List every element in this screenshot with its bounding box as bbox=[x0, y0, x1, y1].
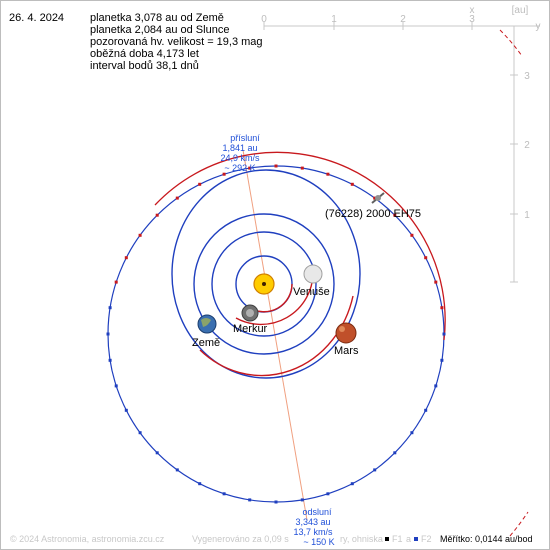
x-axis: 0 1 2 3 x [au] bbox=[261, 5, 540, 30]
orbit-point bbox=[138, 233, 142, 237]
footer-f1: F1 bbox=[392, 534, 403, 544]
orbit-point bbox=[222, 492, 226, 496]
orbit-point bbox=[198, 182, 202, 186]
mars-orbit bbox=[171, 169, 361, 379]
orbit-point bbox=[300, 498, 304, 502]
orbit-point bbox=[440, 306, 444, 310]
footer-a: a bbox=[406, 534, 411, 544]
aphelion-title: odsluní bbox=[302, 507, 332, 517]
asteroid-marker bbox=[371, 192, 385, 204]
perihelion-distance: 1,841 au bbox=[222, 143, 257, 153]
orbit-point bbox=[124, 408, 128, 412]
footer-generated: Vygenerováno za 0,09 s bbox=[192, 534, 289, 544]
y-tick-1: 1 bbox=[524, 210, 530, 221]
perihelion-info: přísluní 1,841 au 24,9 km/s ~ 292 K bbox=[220, 133, 260, 173]
mars-planet bbox=[335, 322, 357, 344]
orbit-point bbox=[114, 384, 118, 388]
orbit-point bbox=[424, 408, 428, 412]
facts-block: planetka 3,078 au od Země planetka 2,084… bbox=[90, 12, 263, 72]
aphelion-temp: ~ 150 K bbox=[303, 537, 334, 547]
f2-marker bbox=[414, 537, 418, 541]
perihelion-temp: ~ 292 K bbox=[224, 163, 255, 173]
asteroid-label: (76228) 2000 EH75 bbox=[325, 208, 421, 220]
orbit-point bbox=[373, 468, 377, 472]
perihelion-speed: 24,9 km/s bbox=[220, 153, 260, 163]
x-tick-3: 3 bbox=[469, 14, 475, 25]
y-axis-letter: y bbox=[536, 21, 541, 32]
orbit-point bbox=[393, 451, 397, 455]
orbit-point bbox=[274, 500, 278, 504]
mercury-label: Merkur bbox=[233, 323, 268, 335]
venus-orbit-arc bbox=[235, 273, 314, 326]
orbit-point bbox=[373, 196, 377, 200]
orbit-point bbox=[274, 164, 278, 168]
venus-orbit bbox=[211, 231, 317, 337]
asteroid-orbit-points bbox=[106, 164, 446, 504]
fact-magnitude: pozorovaná hv. velikost = 19,3 mag bbox=[90, 36, 263, 48]
sun bbox=[253, 273, 275, 295]
asteroid-orbit-arc bbox=[154, 151, 446, 341]
date-label: 26. 4. 2024 bbox=[9, 12, 65, 24]
orbit-point bbox=[248, 498, 252, 502]
venus-planet bbox=[303, 264, 323, 284]
orbit-point bbox=[114, 280, 118, 284]
fact-point-interval: interval bodů 38,1 dnů bbox=[90, 60, 199, 72]
orbit-point bbox=[434, 384, 438, 388]
x-axis-letter: x bbox=[470, 5, 475, 16]
x-tick-1: 1 bbox=[331, 14, 337, 25]
outer-orbit-arc-bottom bbox=[509, 511, 529, 537]
footer-f2: F2 bbox=[421, 534, 432, 544]
orbit-point bbox=[175, 196, 179, 200]
orbit-point bbox=[222, 172, 226, 176]
fact-distance-sun: planetka 2,084 au od Slunce bbox=[90, 24, 230, 36]
orbit-point bbox=[410, 233, 414, 237]
x-tick-2: 2 bbox=[400, 14, 406, 25]
orbit-point bbox=[108, 306, 112, 310]
orbit-point bbox=[350, 182, 354, 186]
orbit-point bbox=[326, 492, 330, 496]
orbit-point bbox=[300, 166, 304, 170]
fact-distance-earth: planetka 3,078 au od Země bbox=[90, 12, 224, 24]
orbit-point bbox=[434, 280, 438, 284]
orbit-point bbox=[108, 358, 112, 362]
f1-marker bbox=[385, 537, 389, 541]
orbit-point bbox=[350, 482, 354, 486]
orbit-point bbox=[248, 166, 252, 170]
footer-copyright: © 2024 Astronomia, astronomia.zcu.cz bbox=[10, 534, 165, 544]
orbit-point bbox=[440, 358, 444, 362]
earth-orbit bbox=[193, 213, 335, 355]
orbit-point bbox=[138, 431, 142, 435]
mercury-highlight bbox=[246, 309, 254, 317]
aphelion-info: odsluní 3,343 au 13,7 km/s ~ 150 K bbox=[293, 507, 334, 547]
y-tick-2: 2 bbox=[524, 140, 530, 151]
fact-period: oběžná doba 4,173 let bbox=[90, 48, 199, 60]
orbit-point bbox=[393, 213, 397, 217]
y-tick-3: 3 bbox=[524, 71, 530, 82]
orbit-point bbox=[106, 332, 110, 336]
orbit-point bbox=[410, 431, 414, 435]
venus-label: Venuše bbox=[293, 286, 330, 298]
orbit-point bbox=[442, 332, 446, 336]
earth-planet bbox=[197, 314, 217, 334]
x-tick-0: 0 bbox=[261, 14, 267, 25]
earth-label: Země bbox=[192, 337, 220, 349]
footer-legend-mid: ry, ohniska bbox=[340, 534, 383, 544]
orbit-point bbox=[326, 172, 330, 176]
aphelion-speed: 13,7 km/s bbox=[293, 527, 333, 537]
aphelion-distance: 3,343 au bbox=[295, 517, 330, 527]
orbit-point bbox=[198, 482, 202, 486]
orbit-point bbox=[155, 213, 159, 217]
orbit-point bbox=[424, 256, 428, 260]
orbit-point bbox=[124, 256, 128, 260]
footer-scale: Měřítko: 0,0144 au/bod bbox=[440, 534, 533, 544]
orbit-point bbox=[175, 468, 179, 472]
mars-label: Mars bbox=[334, 345, 359, 357]
axis-unit: [au] bbox=[512, 5, 529, 16]
y-axis: 3 2 1 y bbox=[510, 21, 541, 283]
outer-orbit-arc-top bbox=[499, 29, 523, 57]
orbit-point bbox=[155, 451, 159, 455]
perihelion-title: přísluní bbox=[230, 133, 260, 143]
